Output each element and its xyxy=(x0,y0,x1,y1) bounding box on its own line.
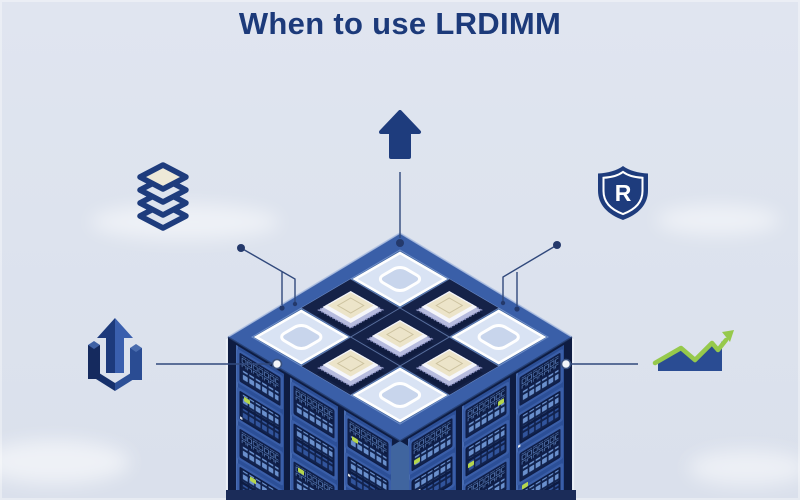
connector-right xyxy=(502,244,558,306)
status-led-green xyxy=(244,397,358,485)
cube-top-face xyxy=(227,232,573,442)
cube-base-shadow xyxy=(226,490,576,500)
server-rack-left-face xyxy=(228,337,400,500)
shield-letter: R xyxy=(615,180,632,206)
top-face-grid xyxy=(301,278,499,396)
reliability-shield-icon: R xyxy=(598,166,648,220)
server-cube xyxy=(225,232,576,500)
growth-chart-icon xyxy=(652,330,734,371)
status-led-green xyxy=(414,398,528,490)
connector-ring-right xyxy=(560,358,572,370)
connector-ring-left xyxy=(271,358,283,370)
background-glow xyxy=(0,204,800,486)
connector-lines xyxy=(156,172,638,365)
capacity-up-arrow-icon xyxy=(379,110,421,159)
memory-stack-icon xyxy=(137,162,189,231)
server-rack-right-face xyxy=(400,337,572,500)
capacity-bars-icon xyxy=(88,318,142,391)
page-title: When to use LRDIMM xyxy=(238,6,562,41)
connector-left xyxy=(240,247,296,305)
cube-front-edge xyxy=(391,441,409,500)
connector-dots xyxy=(237,239,561,312)
